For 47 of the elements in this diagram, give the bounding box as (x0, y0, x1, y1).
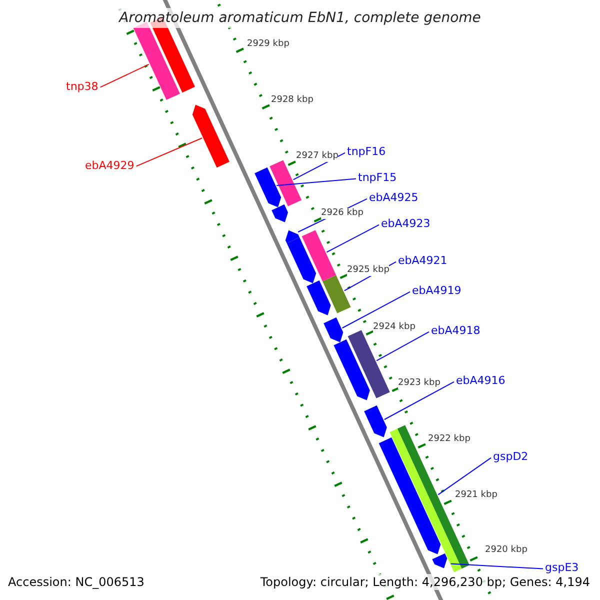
leader-line (438, 457, 492, 496)
gene-label: ebA4925 (369, 191, 418, 204)
gene-feature (302, 230, 336, 282)
tick-label: 2922 kbp (428, 434, 470, 445)
gene-feature (364, 405, 387, 438)
gene-feature (272, 204, 288, 222)
gene-label: gspD2 (493, 450, 528, 463)
gene-feature (270, 160, 302, 206)
tick-label: 2925 kbp (347, 265, 390, 276)
leader-line (276, 178, 356, 186)
gene-feature (322, 275, 351, 314)
genome-summary-text: Topology: circular; Length: 4,296,230 bp; Genes: 4,194 (258, 574, 592, 590)
leader-line (450, 563, 544, 570)
tick-label: 2928 kbp (271, 95, 314, 106)
gene-label: tnpF16 (347, 145, 386, 158)
gene-label: gspE3 (545, 561, 579, 574)
leader-line (342, 291, 410, 328)
gene-feature (306, 280, 331, 316)
gene-feature (254, 167, 282, 208)
tick-label: 2923 kbp (398, 378, 440, 389)
gene-label: ebA4929 (85, 159, 134, 172)
leader-line (100, 64, 150, 88)
gene-feature (432, 553, 448, 568)
tick-label: 2929 kbp (247, 39, 290, 50)
tick-label: 2920 kbp (485, 545, 528, 556)
gene-label: ebA4918 (431, 324, 480, 337)
leader-line (376, 331, 430, 362)
gene-label: tnp38 (66, 80, 98, 93)
gene-feature (286, 237, 316, 284)
gene-label: ebA4919 (412, 284, 462, 297)
tick-label: 2927 kbp (296, 151, 338, 162)
gene-label: ebA4921 (398, 254, 448, 267)
gene-label: ebA4923 (381, 217, 430, 230)
gene-label: tnpF15 (358, 171, 397, 184)
tick-label: 2926 kbp (321, 208, 364, 219)
gene-label: ebA4916 (456, 374, 506, 387)
leader-line (136, 138, 203, 167)
gene-feature (334, 339, 370, 400)
gene-feature (348, 330, 390, 398)
leader-line (326, 224, 380, 253)
tick-label: 2924 kbp (373, 322, 416, 333)
gene-feature (324, 317, 344, 342)
gene-feature (192, 104, 230, 168)
gene-feature (285, 230, 300, 244)
accession-text: Accession: NC_006513 (6, 574, 146, 590)
tick-label: 2921 kbp (455, 490, 498, 501)
leader-line (384, 381, 454, 420)
